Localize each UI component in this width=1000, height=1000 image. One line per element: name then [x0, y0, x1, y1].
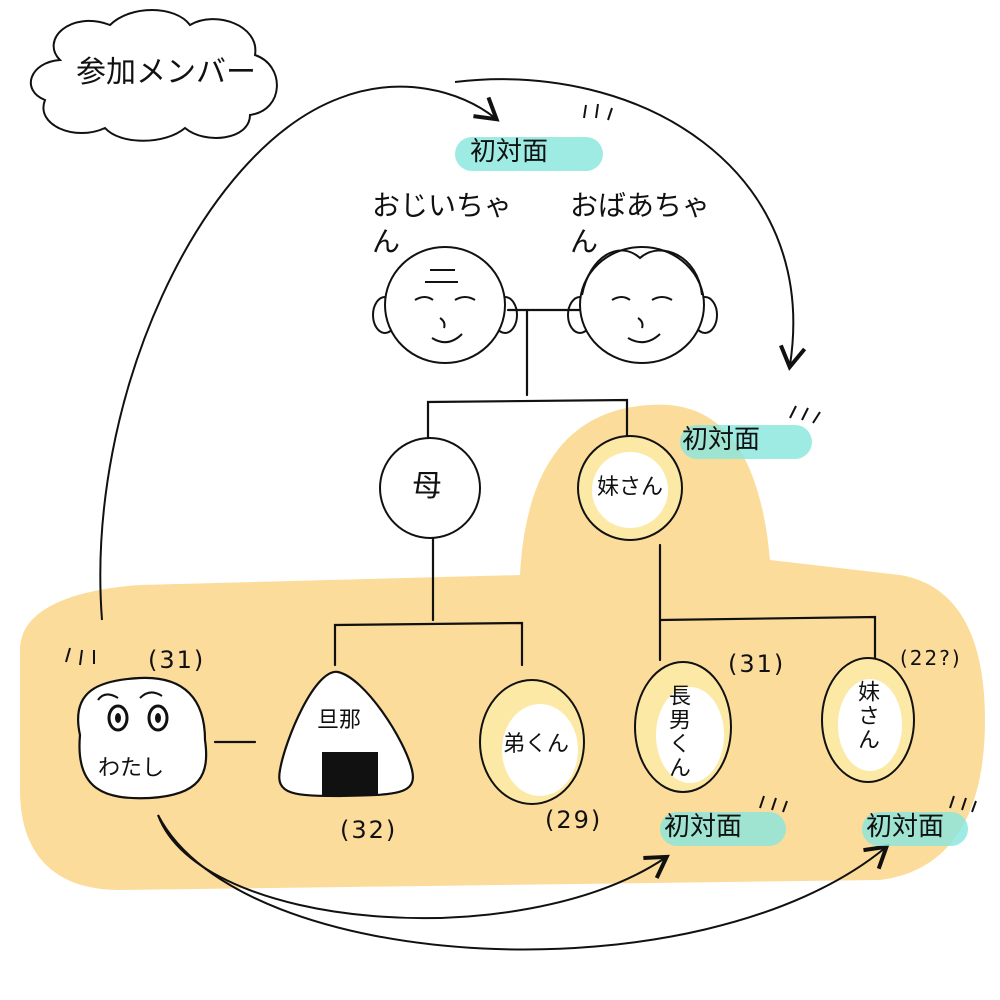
- first-meeting-tag-grandparents: 初対面: [470, 137, 549, 167]
- first-meeting-highlight-aunt: [680, 425, 812, 459]
- husband-age: (32): [340, 816, 398, 844]
- sister-label: 妹さん: [854, 680, 879, 752]
- title-cloud: [29, 9, 278, 142]
- first-meeting-arrows: [99, 78, 977, 951]
- sister-node: [821, 657, 915, 783]
- brother-node: [479, 679, 585, 805]
- grandma-label: おばあちゃん: [570, 189, 711, 259]
- sister-age: (22?): [900, 646, 962, 670]
- page-title: 参加メンバー: [76, 55, 256, 90]
- tree-lines: [213, 308, 877, 744]
- first-meeting-highlight-sister: [862, 812, 968, 846]
- me-label: わたし: [98, 756, 165, 781]
- mother-label: 母: [412, 469, 442, 504]
- grandpa-face: [372, 246, 518, 364]
- husband-onigiri: [278, 670, 415, 798]
- first-meeting-tag-sister: 初対面: [866, 812, 945, 842]
- eldest-son-node: [634, 661, 732, 793]
- brother-age: (29): [545, 806, 603, 834]
- mother-node: [379, 437, 481, 539]
- grandma-face: [567, 246, 718, 364]
- me-age: (31): [148, 646, 206, 674]
- first-meeting-tag-eldest-son: 初対面: [664, 812, 743, 842]
- eldest-son-label: 長男くん: [665, 684, 690, 780]
- husband-label: 旦那: [317, 708, 362, 733]
- eldest-son-age: (31): [728, 650, 786, 678]
- first-meeting-tag-aunt: 初対面: [682, 425, 761, 455]
- aunt-node: [577, 435, 683, 541]
- highlight-region: [20, 404, 985, 890]
- aunt-label: 妹さん: [597, 475, 664, 500]
- me-node: [65, 647, 208, 800]
- grandpa-label: おじいちゃん: [372, 189, 513, 259]
- first-meeting-highlight-son: [660, 812, 786, 846]
- brother-label: 弟くん: [503, 732, 570, 757]
- first-meeting-highlight-top: [455, 137, 603, 171]
